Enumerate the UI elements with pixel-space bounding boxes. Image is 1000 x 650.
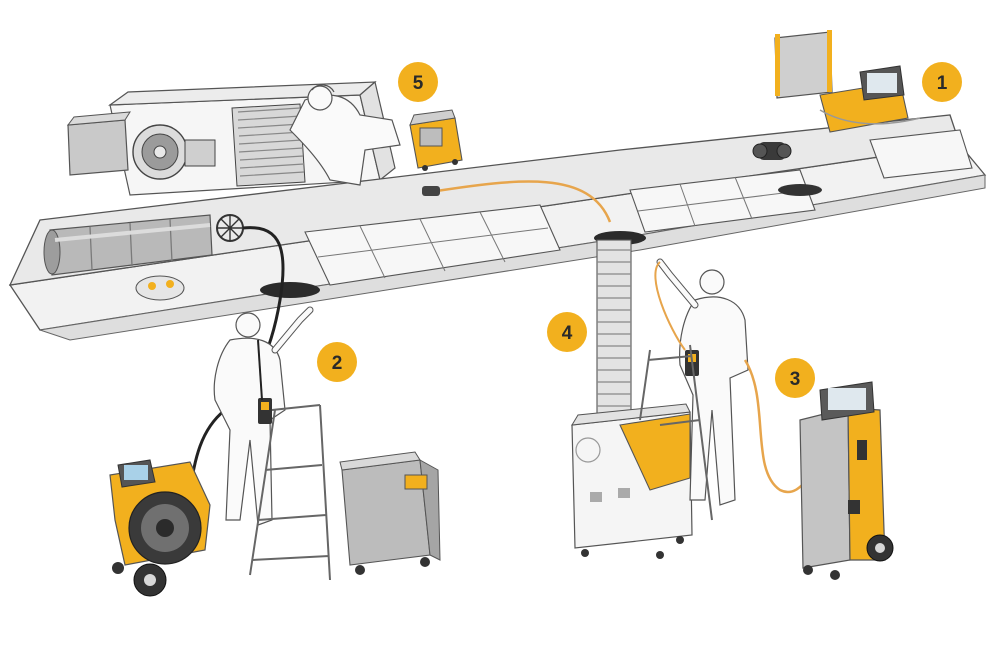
- marker-1: 1: [922, 62, 962, 102]
- marker-4: 4: [547, 312, 587, 352]
- marker-5-label: 5: [413, 73, 424, 94]
- robot-crawler-icon: [753, 142, 791, 160]
- marker-4-label: 4: [562, 323, 573, 344]
- marker-3-label: 3: [790, 369, 801, 390]
- flexible-extraction-hose: [597, 240, 631, 435]
- marker-2: 2: [317, 342, 357, 382]
- marker-2-label: 2: [332, 353, 343, 374]
- marker-3: 3: [775, 358, 815, 398]
- station-2-steam-unit: [340, 452, 440, 575]
- station-2-brush-machine: [110, 460, 210, 596]
- station-4-vacuum-unit: [572, 404, 692, 559]
- marker-5: 5: [398, 62, 438, 102]
- station-3-control-cabinet: [800, 382, 893, 580]
- marker-1-label: 1: [937, 73, 948, 94]
- filter-coil: [232, 104, 305, 186]
- station-5-cleaning-unit: [410, 110, 462, 171]
- duct-access-device: [136, 276, 184, 300]
